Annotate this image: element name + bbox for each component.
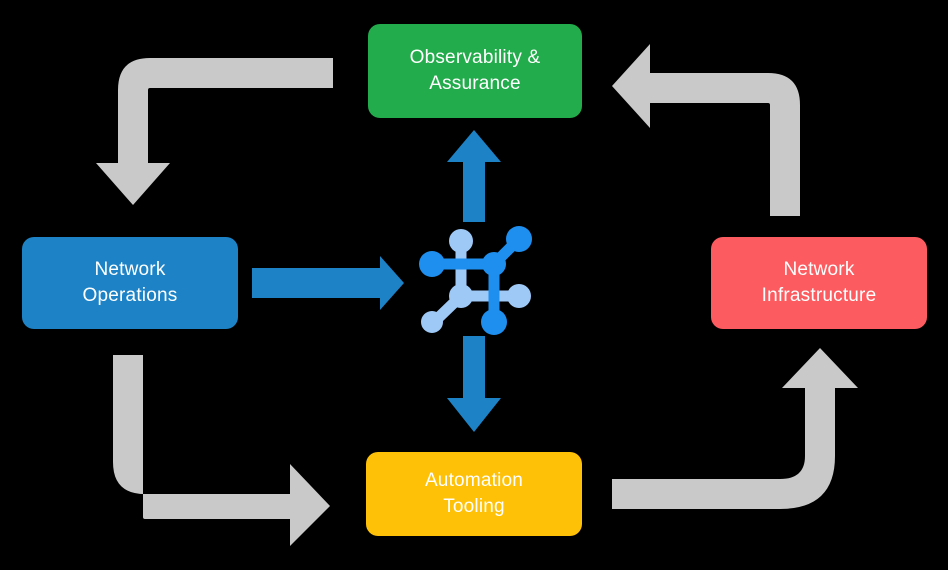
node-box-network-operations[interactable]: Network Operations	[22, 237, 238, 329]
connector-automation-to-infrastructure	[612, 348, 858, 509]
connector-observability-to-ops	[96, 58, 333, 205]
connector-ops-to-center	[252, 256, 404, 310]
network-topology-icon	[419, 226, 532, 335]
connector-center-to-observability	[447, 130, 501, 222]
connector-infrastructure-to-observability	[612, 44, 800, 216]
node-label-network-infrastructure: Network Infrastructure	[761, 259, 877, 306]
node-box-network-infrastructure[interactable]: Network Infrastructure	[711, 237, 927, 329]
node-box-observability[interactable]: Observability & Assurance	[368, 24, 582, 118]
node-label-automation-tooling: Automation Tooling	[424, 470, 524, 517]
connector-center-to-automation	[447, 336, 501, 432]
node-box-automation-tooling[interactable]: Automation Tooling	[366, 452, 582, 536]
node-label-observability: Observability & Assurance	[409, 47, 541, 94]
node-label-network-operations: Network Operations	[82, 259, 178, 306]
connector-ops-to-automation	[113, 355, 330, 546]
